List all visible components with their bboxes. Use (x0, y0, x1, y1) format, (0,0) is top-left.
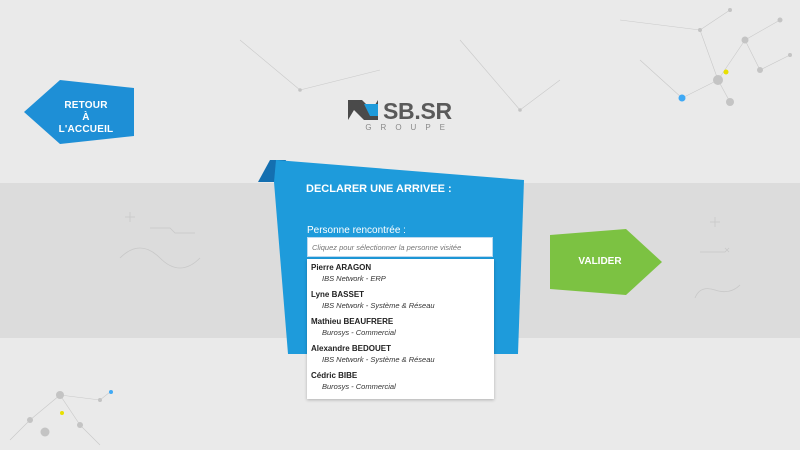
back-home-label: RETOUR À L'ACCUEIL (58, 100, 114, 135)
logo-mark-icon (348, 100, 378, 120)
person-search-input[interactable] (307, 237, 493, 257)
arrow-left-shape (24, 80, 134, 144)
person-dropdown-list[interactable]: Pierre ARAGON IBS Network - ERP Lyne BAS… (307, 259, 494, 399)
validate-button[interactable]: VALIDER (550, 229, 662, 295)
logo-subtitle: GROUPE (365, 123, 454, 132)
person-name: Alexandre BEDOUET (311, 344, 392, 353)
form-title: DECLARER UNE ARRIVEE : (306, 183, 452, 195)
person-name: Pierre ARAGON (311, 263, 372, 272)
person-name: Lyne BASSET (311, 290, 365, 299)
sbsr-logo: SB.SR GROUPE (348, 98, 458, 138)
person-name: Cédric BIBE (311, 371, 358, 380)
person-name: Mathieu BEAUFRERE (311, 317, 394, 326)
list-item[interactable]: Mathieu BEAUFRERE Burosys - Commercial (307, 313, 494, 340)
arrow-right-shape (550, 229, 662, 295)
person-detail: Burosys - Commercial (322, 382, 396, 391)
validate-label: VALIDER (578, 256, 622, 267)
person-field-label: Personne rencontrée : (307, 225, 406, 236)
person-detail: IBS Network - Système & Réseau (322, 301, 435, 310)
person-detail: IBS Network - ERP (322, 274, 386, 283)
list-item[interactable]: Lyne BASSET IBS Network - Système & Rése… (307, 286, 494, 313)
list-item[interactable]: Pierre ARAGON IBS Network - ERP (307, 259, 494, 286)
logo-name: SB.SR (383, 98, 452, 124)
list-item[interactable]: Cédric BIBE Burosys - Commercial (307, 367, 494, 394)
list-item[interactable]: Alexandre BEDOUET IBS Network - Système … (307, 340, 494, 367)
back-home-button[interactable]: RETOUR À L'ACCUEIL (24, 80, 134, 144)
person-detail: Burosys - Commercial (322, 328, 396, 337)
person-detail: IBS Network - Système & Réseau (322, 355, 435, 364)
